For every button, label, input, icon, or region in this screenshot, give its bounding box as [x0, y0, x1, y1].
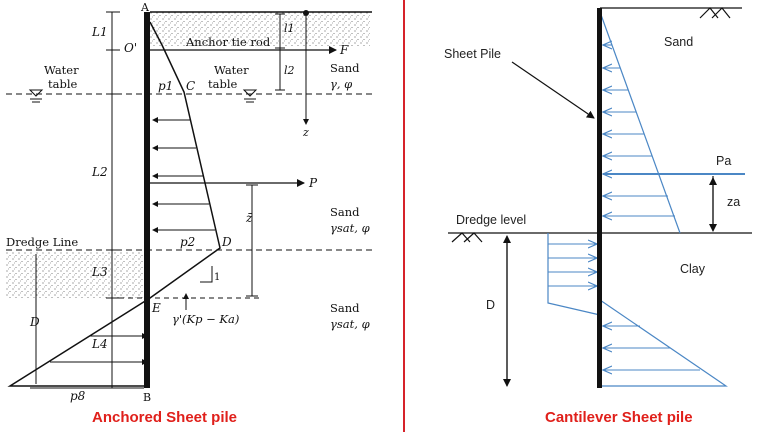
passive-pressure-arrows [548, 244, 597, 286]
point-a-label: A [140, 1, 150, 14]
d-label: D [486, 298, 495, 312]
dim-d-label: D [29, 315, 40, 329]
water-table-right-line2: table [208, 77, 238, 91]
dim-small-l2-label: l2 [284, 64, 295, 77]
dim-z-bar-label: z̄ [245, 211, 253, 225]
soil-mid-props: γsat, φ [330, 221, 370, 235]
l-dimensions [30, 11, 144, 389]
toe-pressure-outline [599, 299, 728, 387]
point-d-label: D [221, 235, 232, 249]
dim-z-label: z [302, 126, 309, 139]
water-table-left-line1: Water [44, 63, 79, 77]
ground-symbol [699, 7, 731, 19]
anchor-tie-rod-label: Anchor tie rod [185, 35, 271, 49]
pa-label: Pa [716, 154, 731, 168]
z-bar-dimension [246, 184, 258, 297]
water-table-symbol [28, 89, 258, 103]
dredge-sand [6, 252, 146, 298]
passive-pressure-outline [547, 233, 601, 316]
active-pressure-arrows [603, 45, 675, 216]
passive-pressure-arrows [50, 333, 148, 365]
anchored-sheet-pile [144, 12, 150, 388]
soil-bottom-name: Sand [330, 301, 360, 315]
dim-small-l1-label: l1 [284, 22, 295, 35]
passive-pressure-outline [7, 297, 151, 387]
point-e-label: E [151, 301, 161, 315]
pressure-p1-label: p1 [158, 79, 173, 93]
soil-top-name: Sand [330, 61, 360, 75]
soil-top-props: γ, φ [330, 77, 352, 91]
toe-pressure-arrows [603, 326, 700, 370]
slope-one-label: 1 [214, 272, 220, 283]
point-o-label: O' [124, 41, 137, 55]
dim-l3-label: L3 [91, 265, 108, 279]
dredge-ground-symbol [451, 232, 483, 243]
soil-top-label: Sand [664, 35, 693, 49]
pressure-p2-label: p2 [180, 235, 195, 249]
cantilever-caption: Cantilever Sheet pile [545, 409, 693, 426]
dredge-line-label: Dredge Line [6, 235, 78, 249]
water-table-right-line1: Water [214, 63, 249, 77]
slope-label: γ'(Kp − Ka) [172, 312, 239, 326]
soil-bottom-label: Clay [680, 262, 706, 276]
slope-triangle [200, 266, 213, 283]
dim-l2-label: L2 [91, 165, 108, 179]
water-table-left-line2: table [48, 77, 78, 91]
dim-l4-label: L4 [91, 337, 108, 351]
point-b-label: B [143, 391, 151, 404]
pressure-p8-label: p8 [70, 389, 86, 403]
point-c-label: C [186, 79, 195, 93]
active-pressure-arrows [152, 117, 215, 233]
sheet-pile-pointer [511, 61, 595, 119]
anchor-point [303, 10, 309, 16]
sheet-pile-label: Sheet Pile [444, 47, 501, 61]
soil-bottom-props: γsat, φ [330, 317, 370, 331]
anchored-caption: Anchored Sheet pile [92, 409, 237, 426]
force-p-label: P [308, 176, 318, 190]
cantilever-sheet-pile [597, 8, 602, 388]
dim-l1-label: L1 [91, 25, 108, 39]
force-f-label: F [339, 43, 349, 57]
dredge-level-label: Dredge level [456, 213, 526, 227]
soil-mid-name: Sand [330, 205, 360, 219]
backfill-sand [150, 12, 370, 46]
cantilever-sheet-pile-panel: Sheet Pile Sand Clay Dredge level Pa za … [444, 7, 752, 426]
anchored-sheet-pile-panel: A O' C D E B F P L1 L2 L3 L4 l1 l2 z z̄ … [6, 1, 372, 426]
za-label: za [727, 195, 740, 209]
active-pressure-outline [149, 21, 221, 299]
